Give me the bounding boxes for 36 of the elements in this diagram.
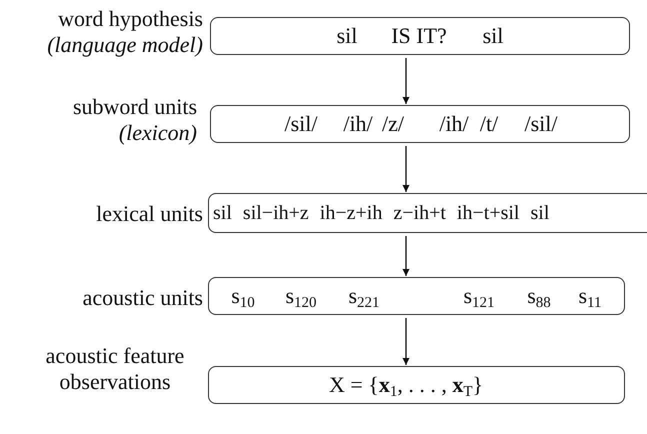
level-label: acoustic feature observations [44,343,186,395]
unit-label: z−ih+t [393,203,446,223]
arrow [402,58,410,104]
unit-label: s$_{88}$ [527,285,551,307]
unit-label: sil−ih+z [242,203,309,223]
unit-label: /z/ [382,113,404,135]
unit-label: /ih/ [343,113,373,135]
level-label: acoustic units [82,285,203,311]
unit-label: /ih/ [439,113,469,135]
unit-box [208,277,625,315]
unit-label: s$_{11}$ [578,285,602,307]
arrow [402,236,410,276]
unit-box [208,366,625,404]
unit-label: sil [213,203,232,223]
unit-label: s$_{10}$ [231,285,255,307]
unit-label: /sil/ [524,113,558,135]
unit-box [210,105,630,143]
unit-label: s$_{121}$ [463,285,495,307]
unit-label: X = {x$_{1}$, . . . , x$_{T}$} [328,374,484,396]
unit-label: sil [336,25,358,47]
arrow [402,146,410,192]
unit-box [208,193,647,233]
unit-label: sil [530,203,550,223]
level-label: lexical units [95,201,203,227]
unit-label: ih−z+ih [320,203,382,223]
unit-label: ih−t+sil [456,203,520,223]
unit-label: IS IT? [391,25,447,47]
unit-label: s$_{120}$ [285,285,317,307]
unit-label: s$_{221}$ [348,285,380,307]
unit-label: /sil/ [284,113,318,135]
arrow [402,318,410,365]
level-label: word hypothesis (language model) [46,6,203,58]
level-label: subword units (lexicon) [72,94,197,146]
unit-box [210,17,630,55]
unit-label: /t/ [480,113,498,135]
unit-label: sil [482,25,504,47]
